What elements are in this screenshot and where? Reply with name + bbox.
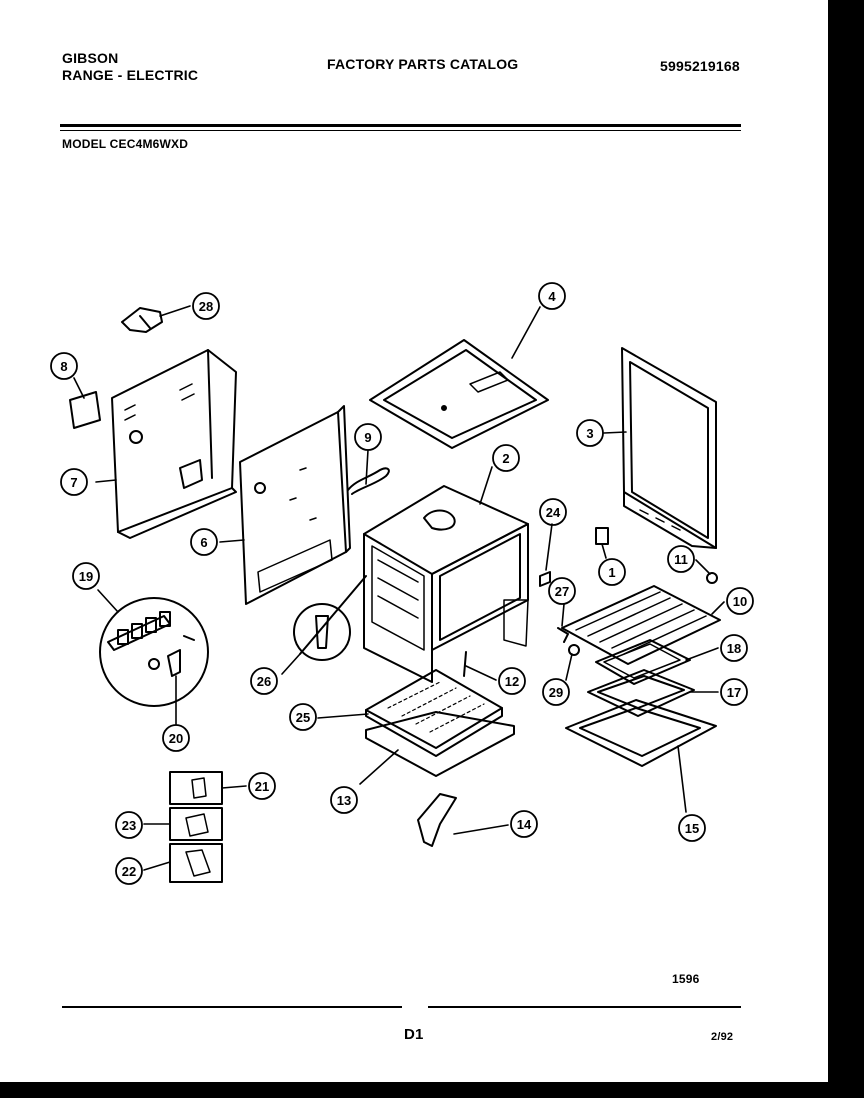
callout-27: 27 <box>555 584 569 599</box>
header-rule-thick <box>60 124 741 127</box>
callout-circles <box>50 282 754 885</box>
part-21-hardware-box <box>169 771 223 805</box>
part-9-wire-harness <box>347 467 390 495</box>
part-1-switch <box>595 527 609 545</box>
brand-block: GIBSON RANGE - ELECTRIC <box>62 50 198 84</box>
part-23-hardware-box <box>169 807 223 841</box>
leader-lines <box>73 305 725 871</box>
part-7-back-wall <box>111 349 237 539</box>
part-6-side-panel <box>239 405 351 605</box>
part-8-panel <box>69 391 101 429</box>
callout-9: 9 <box>364 430 371 445</box>
brand-name: GIBSON <box>62 50 119 66</box>
part-17-broil-pan <box>587 669 695 717</box>
part-4-cooktop <box>369 339 549 449</box>
callout-18: 18 <box>727 641 741 656</box>
part-3-door-frame <box>621 347 717 549</box>
callout-6: 6 <box>200 535 207 550</box>
header-rule-thin <box>60 130 741 131</box>
page-identifier: D1 <box>404 1026 424 1043</box>
callout-29: 29 <box>549 685 563 700</box>
callout-19: 19 <box>79 569 93 584</box>
callout-25: 25 <box>296 710 310 725</box>
revision-date: 2/92 <box>711 1031 734 1043</box>
callout-7: 7 <box>70 475 77 490</box>
part-24-strip <box>539 571 551 587</box>
callout-3: 3 <box>586 426 593 441</box>
drawing-reference-number: 1596 <box>672 972 700 986</box>
product-type: RANGE - ELECTRIC <box>62 67 199 83</box>
footer-rule-left <box>62 1006 402 1008</box>
detail-circle-19-20 <box>99 597 209 707</box>
callout-20: 20 <box>169 731 183 746</box>
model-number: MODEL CEC4M6WXD <box>62 137 189 151</box>
callout-21: 21 <box>255 779 269 794</box>
callout-23: 23 <box>122 818 136 833</box>
part-18-broil-insert <box>595 639 691 685</box>
part-11-fastener <box>706 572 718 584</box>
callout-14: 14 <box>517 817 532 832</box>
part-27-hardware <box>557 627 569 643</box>
part-14-leg <box>417 793 457 847</box>
part-10-oven-rack <box>561 585 721 665</box>
detail-circle-26 <box>293 575 367 661</box>
callout-13: 13 <box>337 793 351 808</box>
callout-15: 15 <box>685 821 699 836</box>
part-13-drawer <box>365 711 515 777</box>
part-22-hardware-box <box>169 843 223 883</box>
callout-10: 10 <box>733 594 747 609</box>
callout-2: 2 <box>502 451 509 466</box>
part-15-gasket <box>565 699 717 767</box>
callout-26: 26 <box>257 674 271 689</box>
callout-17: 17 <box>727 685 741 700</box>
footer-rule-right <box>428 1006 741 1008</box>
exploded-parts-diagram: 28 8 7 6 9 4 3 2 24 1 11 10 18 17 15 27 … <box>50 282 754 885</box>
callout-labels: 28 8 7 6 9 4 3 2 24 1 11 10 18 17 15 27 … <box>60 289 747 879</box>
catalog-title: FACTORY PARTS CATALOG <box>327 56 519 72</box>
part-29-hardware <box>568 644 580 656</box>
callout-22: 22 <box>122 864 136 879</box>
part-2-oven-body <box>363 485 529 683</box>
callout-28: 28 <box>199 299 213 314</box>
callout-11: 11 <box>674 552 688 567</box>
catalog-part-number: 5995219168 <box>660 58 740 74</box>
part-12-pin <box>463 651 467 677</box>
callout-8: 8 <box>60 359 67 374</box>
callout-24: 24 <box>546 505 561 520</box>
callout-12: 12 <box>505 674 519 689</box>
callout-1: 1 <box>608 565 615 580</box>
catalog-sheet: GIBSON RANGE - ELECTRIC FACTORY PARTS CA… <box>0 0 828 1082</box>
part-28-bracket <box>121 307 163 333</box>
callout-4: 4 <box>548 289 556 304</box>
